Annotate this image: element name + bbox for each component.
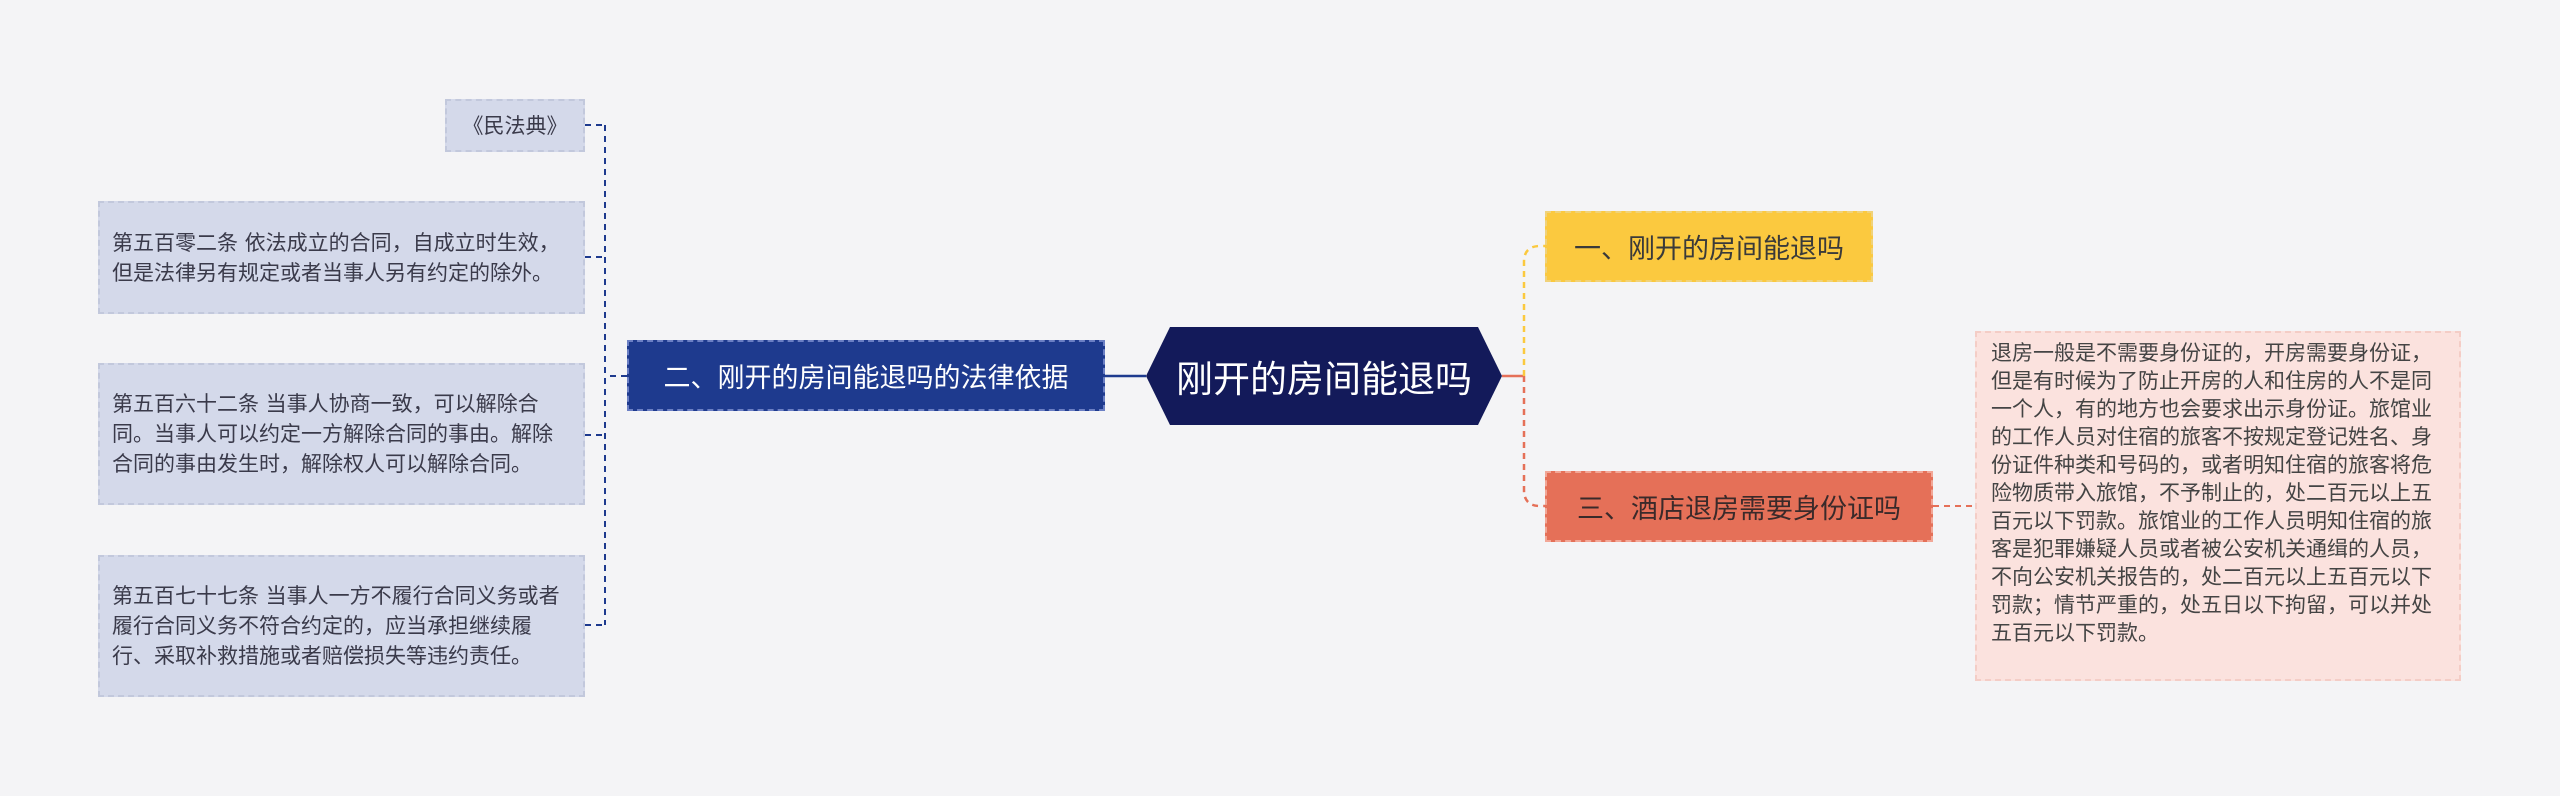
- left-branch-label: 二、刚开的房间能退吗的法律依据: [663, 363, 1069, 394]
- right-branch-id-required[interactable]: 三、酒店退房需要身份证吗: [1545, 471, 1933, 542]
- connector-right-branch-2: [1522, 376, 1545, 508]
- left-leaf-text: 《民法典》: [462, 113, 568, 138]
- right-branch-can-refund[interactable]: 一、刚开的房间能退吗: [1545, 211, 1873, 282]
- central-topic-label: 刚开的房间能退吗: [1176, 358, 1472, 401]
- left-leaf-text: 第五百六十二条 当事人协商一致，可以解除合同。当事人可以约定一方解除合同的事由。…: [112, 392, 553, 476]
- left-leaf-article-502[interactable]: 第五百零二条 依法成立的合同，自成立时生效，但是法律另有规定或者当事人另有约定的…: [98, 201, 585, 314]
- left-leaf-text: 第五百零二条 依法成立的合同，自成立时生效，但是法律另有规定或者当事人另有约定的…: [112, 230, 560, 285]
- central-topic[interactable]: 刚开的房间能退吗: [1146, 327, 1502, 425]
- left-leaf-text: 第五百七十七条 当事人一方不履行合同义务或者履行合同义务不符合约定的，应当承担继…: [112, 584, 560, 668]
- left-leaf-article-562[interactable]: 第五百六十二条 当事人协商一致，可以解除合同。当事人可以约定一方解除合同的事由。…: [98, 363, 585, 505]
- right-leaf-text: 退房一般是不需要身份证的，开房需要身份证，但是有时候为了防止开房的人和住房的人不…: [1991, 341, 2432, 645]
- left-leaf-minfadian[interactable]: 《民法典》: [445, 99, 585, 152]
- connector-right-branch-1: [1522, 244, 1545, 376]
- left-leaf-article-577[interactable]: 第五百七十七条 当事人一方不履行合同义务或者履行合同义务不符合约定的，应当承担继…: [98, 555, 585, 697]
- right-branch-label: 三、酒店退房需要身份证吗: [1577, 494, 1901, 525]
- left-branch-legal-basis[interactable]: 二、刚开的房间能退吗的法律依据: [627, 340, 1105, 411]
- right-leaf-id-detail[interactable]: 退房一般是不需要身份证的，开房需要身份证，但是有时候为了防止开房的人和住房的人不…: [1975, 331, 2461, 681]
- right-branch-label: 一、刚开的房间能退吗: [1574, 234, 1844, 265]
